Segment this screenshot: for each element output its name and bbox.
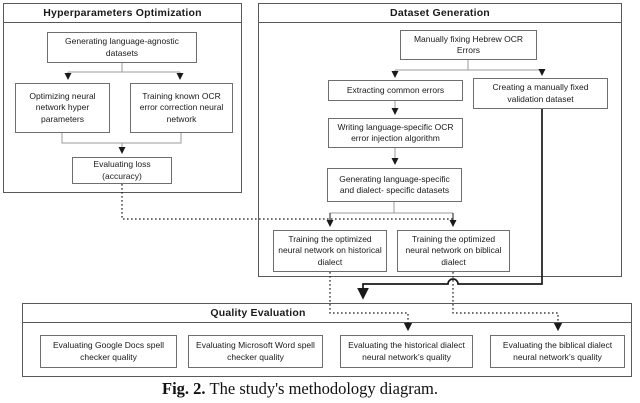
node-extracting-common-errors: Extracting common errors (328, 80, 463, 101)
node-optimizing-hyper-parameters: Optimizing neural network hyper paramete… (15, 83, 110, 133)
section-title-hyperparameters: Hyperparameters Optimization (4, 4, 241, 23)
node-evaluating-microsoft-word: Evaluating Microsoft Word spell checker … (188, 335, 323, 368)
section-title-quality-evaluation: Quality Evaluation (210, 307, 306, 319)
node-evaluating-historical-dialect: Evaluating the historical dialect neural… (340, 335, 473, 368)
node-training-biblical-dialect: Training the optimized neural network on… (397, 230, 510, 272)
figure-caption: Fig. 2.The study's methodology diagram. (0, 379, 640, 399)
node-evaluating-loss: Evaluating loss (accuracy) (72, 157, 172, 184)
node-generating-language-agnostic-datasets: Generating language-agnostic datasets (47, 32, 197, 63)
node-creating-validation-dataset: Creating a manually fixed validation dat… (473, 78, 608, 109)
section-title-dataset-generation: Dataset Generation (259, 4, 621, 23)
caption-text: The study's methodology diagram. (209, 379, 438, 398)
node-manually-fixing-hebrew-ocr: Manually fixing Hebrew OCR Errors (400, 30, 537, 60)
caption-label: Fig. 2. (162, 379, 206, 398)
node-training-known-ocr-correction: Training known OCR error correction neur… (130, 83, 233, 133)
node-evaluating-google-docs: Evaluating Google Docs spell checker qua… (40, 335, 177, 368)
node-evaluating-biblical-dialect: Evaluating the biblical dialect neural n… (490, 335, 625, 368)
quality-head-band: Quality Evaluation (23, 304, 631, 323)
section-quality-evaluation: Quality Evaluation (22, 303, 632, 377)
node-generating-dialect-specific-datasets: Generating language-specific and dialect… (327, 168, 462, 202)
node-writing-error-injection-algorithm: Writing language-specific OCR error inje… (328, 118, 463, 148)
node-training-historical-dialect: Training the optimized neural network on… (273, 230, 387, 272)
